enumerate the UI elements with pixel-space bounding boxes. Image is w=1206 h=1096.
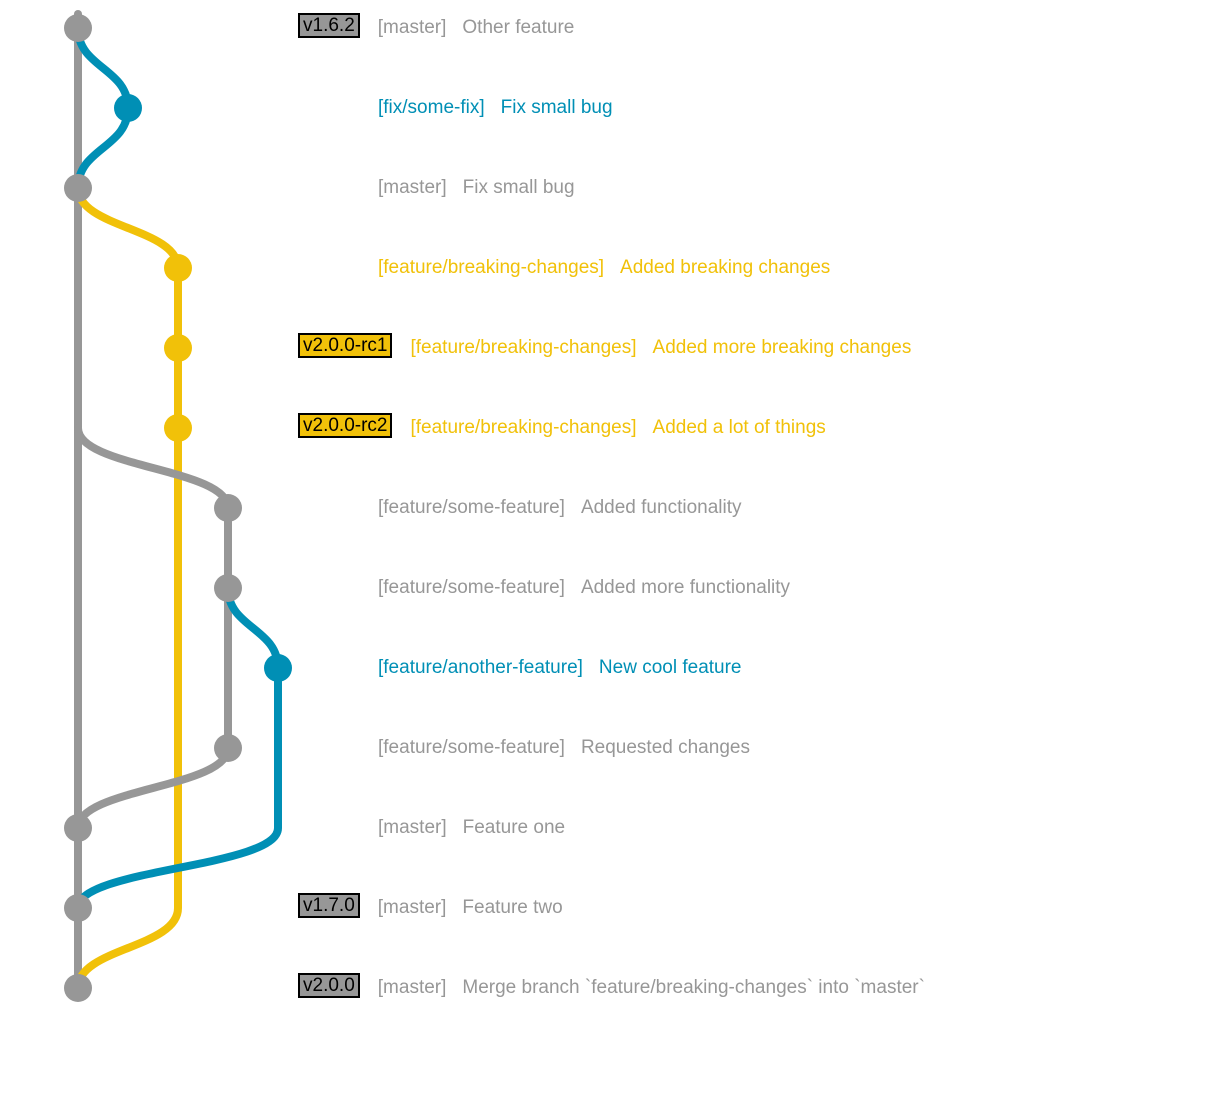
commit-dot[interactable] [164,414,192,442]
branch-label: [master] [377,897,447,918]
commit-row[interactable]: [feature/some-feature] Added more functi… [298,568,790,608]
commit-dot[interactable] [164,334,192,362]
branch-label: [feature/breaking-changes] [410,337,637,358]
branch-label: [master] [378,817,447,838]
breaking-changes-branch-line [74,184,182,992]
commit-dot[interactable] [64,814,92,842]
commit-graph [64,10,292,1002]
commit-row[interactable]: [feature/another-feature] New cool featu… [298,648,742,688]
tag-badge: v1.6.2 [298,12,360,38]
some-feature-branch-line [74,424,232,832]
commit-row[interactable]: v2.0.0-rc2 [feature/breaking-changes] Ad… [298,408,826,448]
branch-label: [feature/another-feature] [378,657,583,678]
branch-label: [master] [377,17,447,38]
commit-message: Added more breaking changes [652,337,912,358]
commit-row[interactable]: v1.7.0 [master] Feature two [298,888,563,928]
commit-row[interactable]: v2.0.0-rc1 [feature/breaking-changes] Ad… [298,328,911,368]
branch-edges [74,10,282,992]
commit-nodes [64,14,292,1002]
commit-dot[interactable] [114,94,142,122]
commit-row[interactable]: [master] Fix small bug [298,168,575,208]
tag-badge: v2.0.0-rc1 [298,332,393,358]
commit-message: Added more functionality [580,577,791,598]
commit-message: Other feature [462,17,575,38]
commit-message: Fix small bug [462,177,575,198]
commit-message: Added a lot of things [652,417,826,438]
tag-badge: v1.7.0 [298,892,360,918]
commit-dot[interactable] [214,574,242,602]
commit-row[interactable]: v1.6.2 [master] Other feature [298,8,574,48]
commit-row[interactable]: [feature/breaking-changes] Added breakin… [298,248,830,288]
commit-dot[interactable] [214,494,242,522]
commit-dot[interactable] [64,14,92,42]
commit-message: Fix small bug [500,97,613,118]
commit-row[interactable]: [master] Feature one [298,808,565,848]
commit-dot[interactable] [214,734,242,762]
commit-row[interactable]: v2.0.0 [master] Merge branch `feature/br… [298,968,925,1008]
branch-label: [feature/some-feature] [378,497,565,518]
branch-label: [feature/breaking-changes] [378,257,605,278]
commit-row[interactable]: [fix/some-fix] Fix small bug [298,88,613,128]
branch-label: [feature/some-feature] [378,737,565,758]
branch-label: [feature/breaking-changes] [410,417,637,438]
commit-message: Feature one [462,817,566,838]
commit-row[interactable]: [feature/some-feature] Requested changes [298,728,750,768]
tag-badge: v2.0.0 [298,972,360,998]
commit-dot[interactable] [64,974,92,1002]
another-feature-branch-line [74,584,282,912]
branch-label: [master] [377,977,447,998]
commit-dot[interactable] [264,654,292,682]
branch-label: [fix/some-fix] [378,97,485,118]
commit-message: Feature two [462,897,563,918]
commit-row[interactable]: [feature/some-feature] Added functionali… [298,488,742,528]
commit-dot[interactable] [64,894,92,922]
commit-message: New cool feature [598,657,742,678]
commit-message: Added functionality [580,497,742,518]
tag-badge: v2.0.0-rc2 [298,412,393,438]
commit-dot[interactable] [64,174,92,202]
commit-message: Merge branch `feature/breaking-changes` … [462,977,925,998]
commit-dot[interactable] [164,254,192,282]
commit-message: Requested changes [580,737,750,758]
commit-message: Added breaking changes [620,257,831,278]
branch-label: [feature/some-feature] [378,577,565,598]
branch-label: [master] [378,177,447,198]
